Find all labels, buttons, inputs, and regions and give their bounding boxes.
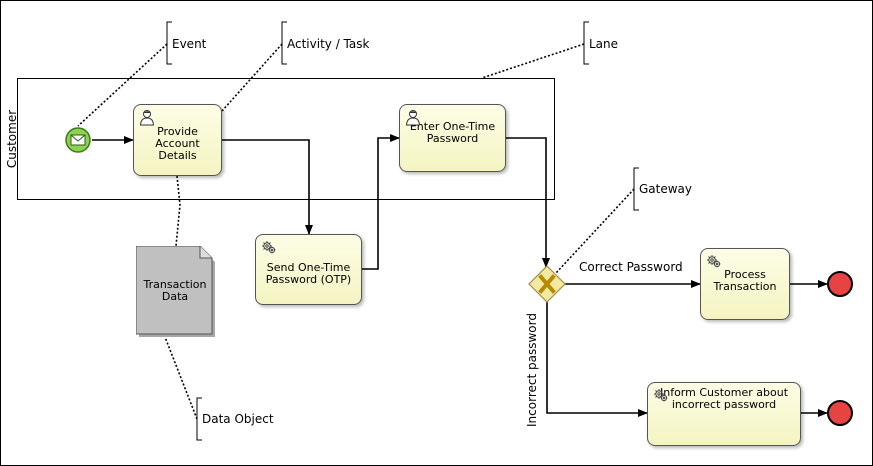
data-object-annotation-text: Data Object	[202, 412, 274, 426]
data-object-association	[164, 336, 198, 420]
activity-annotation-bracket	[281, 21, 287, 65]
gateway-association	[555, 188, 635, 274]
data-object-label-line1: Transaction	[143, 278, 207, 291]
task-label-line2: incorrect password	[671, 398, 777, 411]
task-label-line1: Process	[724, 268, 766, 281]
gear-icon	[654, 389, 668, 402]
task-label-line1: Provide	[157, 125, 198, 138]
user-icon	[405, 110, 421, 126]
lane-association	[481, 43, 585, 79]
customer-lane[interactable]	[17, 78, 555, 200]
data-input-association	[175, 175, 181, 247]
end-event-inform[interactable]	[827, 400, 853, 426]
exclusive-x-icon	[538, 274, 556, 294]
event-annotation-text: Event	[172, 37, 207, 51]
event-association	[77, 43, 168, 127]
start-event[interactable]	[65, 127, 91, 153]
flow-enter-to-gateway	[506, 137, 550, 268]
task-label-line2: Password (OTP)	[265, 272, 352, 286]
activity-annotation-text: Activity / Task	[287, 37, 370, 51]
gear-icon	[262, 241, 276, 254]
edge-label-correct: Correct Password	[579, 260, 683, 274]
gear-icon	[707, 255, 721, 268]
task-label-line2: Transaction	[713, 280, 777, 293]
end-event-process[interactable]	[827, 271, 853, 297]
task-label-line1: Send One-Time	[266, 260, 351, 274]
task-label-line2: Account Details	[155, 137, 200, 162]
lane-annotation-bracket	[583, 21, 589, 65]
transaction-data-object[interactable]	[136, 246, 215, 337]
task-label-line1: Inform Customer about	[659, 386, 789, 399]
gateway-annotation-text: Gateway	[639, 182, 693, 196]
task-label-line1: Enter One-Time	[409, 120, 496, 133]
flow-gateway-to-inform	[546, 302, 648, 417]
envelope-icon	[70, 134, 86, 146]
flow-send-to-enter	[362, 134, 400, 270]
flow-provide-to-send	[222, 139, 313, 235]
task-label-line2: Password	[426, 132, 479, 145]
exclusive-gateway[interactable]	[528, 265, 566, 303]
lane-annotation-text: Lane	[589, 37, 619, 51]
activity-association	[221, 43, 283, 112]
data-object-label-line2: Data	[161, 290, 189, 303]
event-annotation-bracket	[166, 21, 172, 65]
user-icon	[139, 110, 155, 126]
edge-label-incorrect: Incorrect password	[525, 313, 539, 427]
